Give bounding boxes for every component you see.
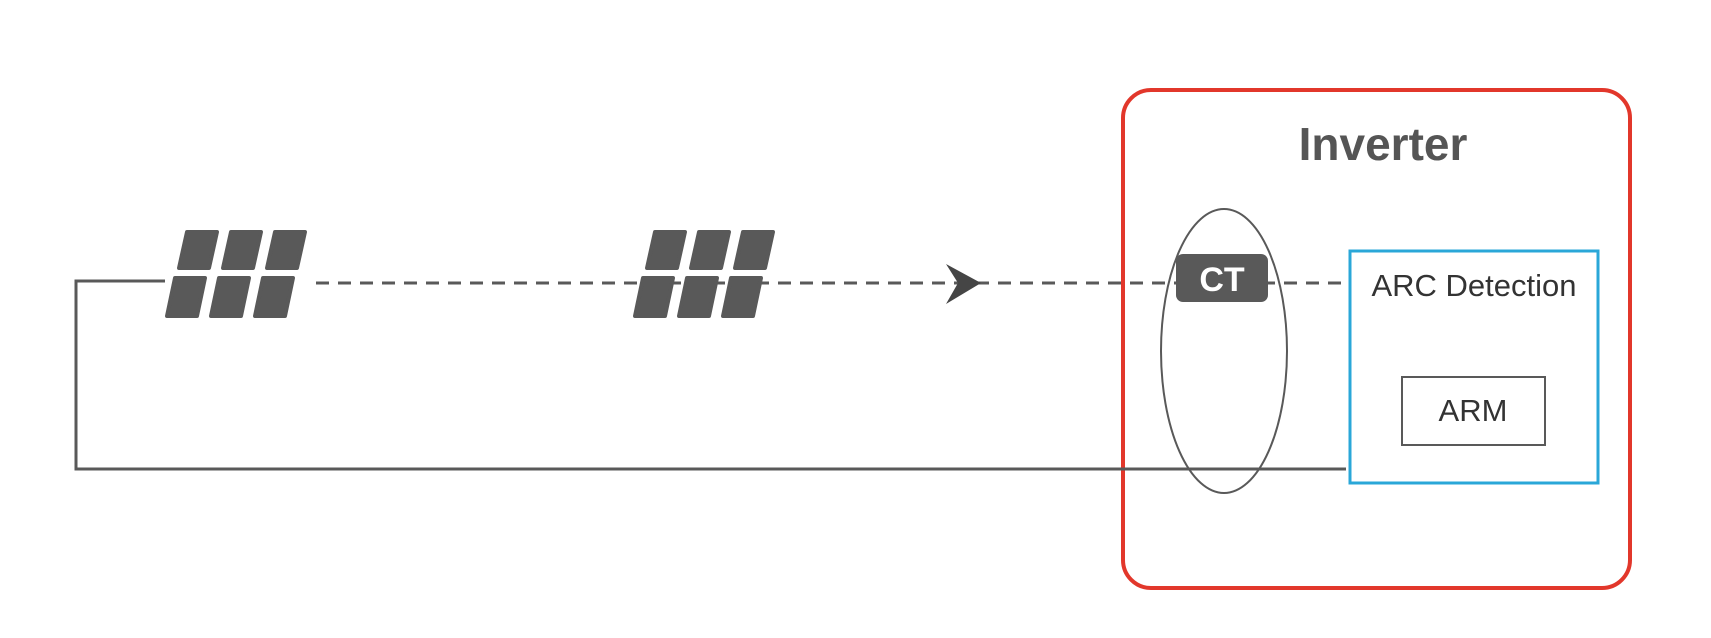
- ct-ring: [1160, 208, 1288, 494]
- arc-detection-label: ARC Detection: [1371, 268, 1576, 303]
- arm-label: ARM: [1439, 393, 1508, 428]
- ct-label: CT: [1199, 261, 1245, 299]
- solar-panel-icon: [165, 230, 307, 318]
- arc-detection-box: [1348, 249, 1600, 485]
- arm-box: [1401, 376, 1546, 446]
- return-wire: [74, 279, 1346, 471]
- ct-badge: [1176, 254, 1268, 302]
- inverter-title: Inverter: [1299, 118, 1468, 170]
- inverter-box: [1121, 88, 1632, 590]
- solar-panel-icon: [633, 230, 775, 318]
- arrow-right-icon: [946, 264, 981, 304]
